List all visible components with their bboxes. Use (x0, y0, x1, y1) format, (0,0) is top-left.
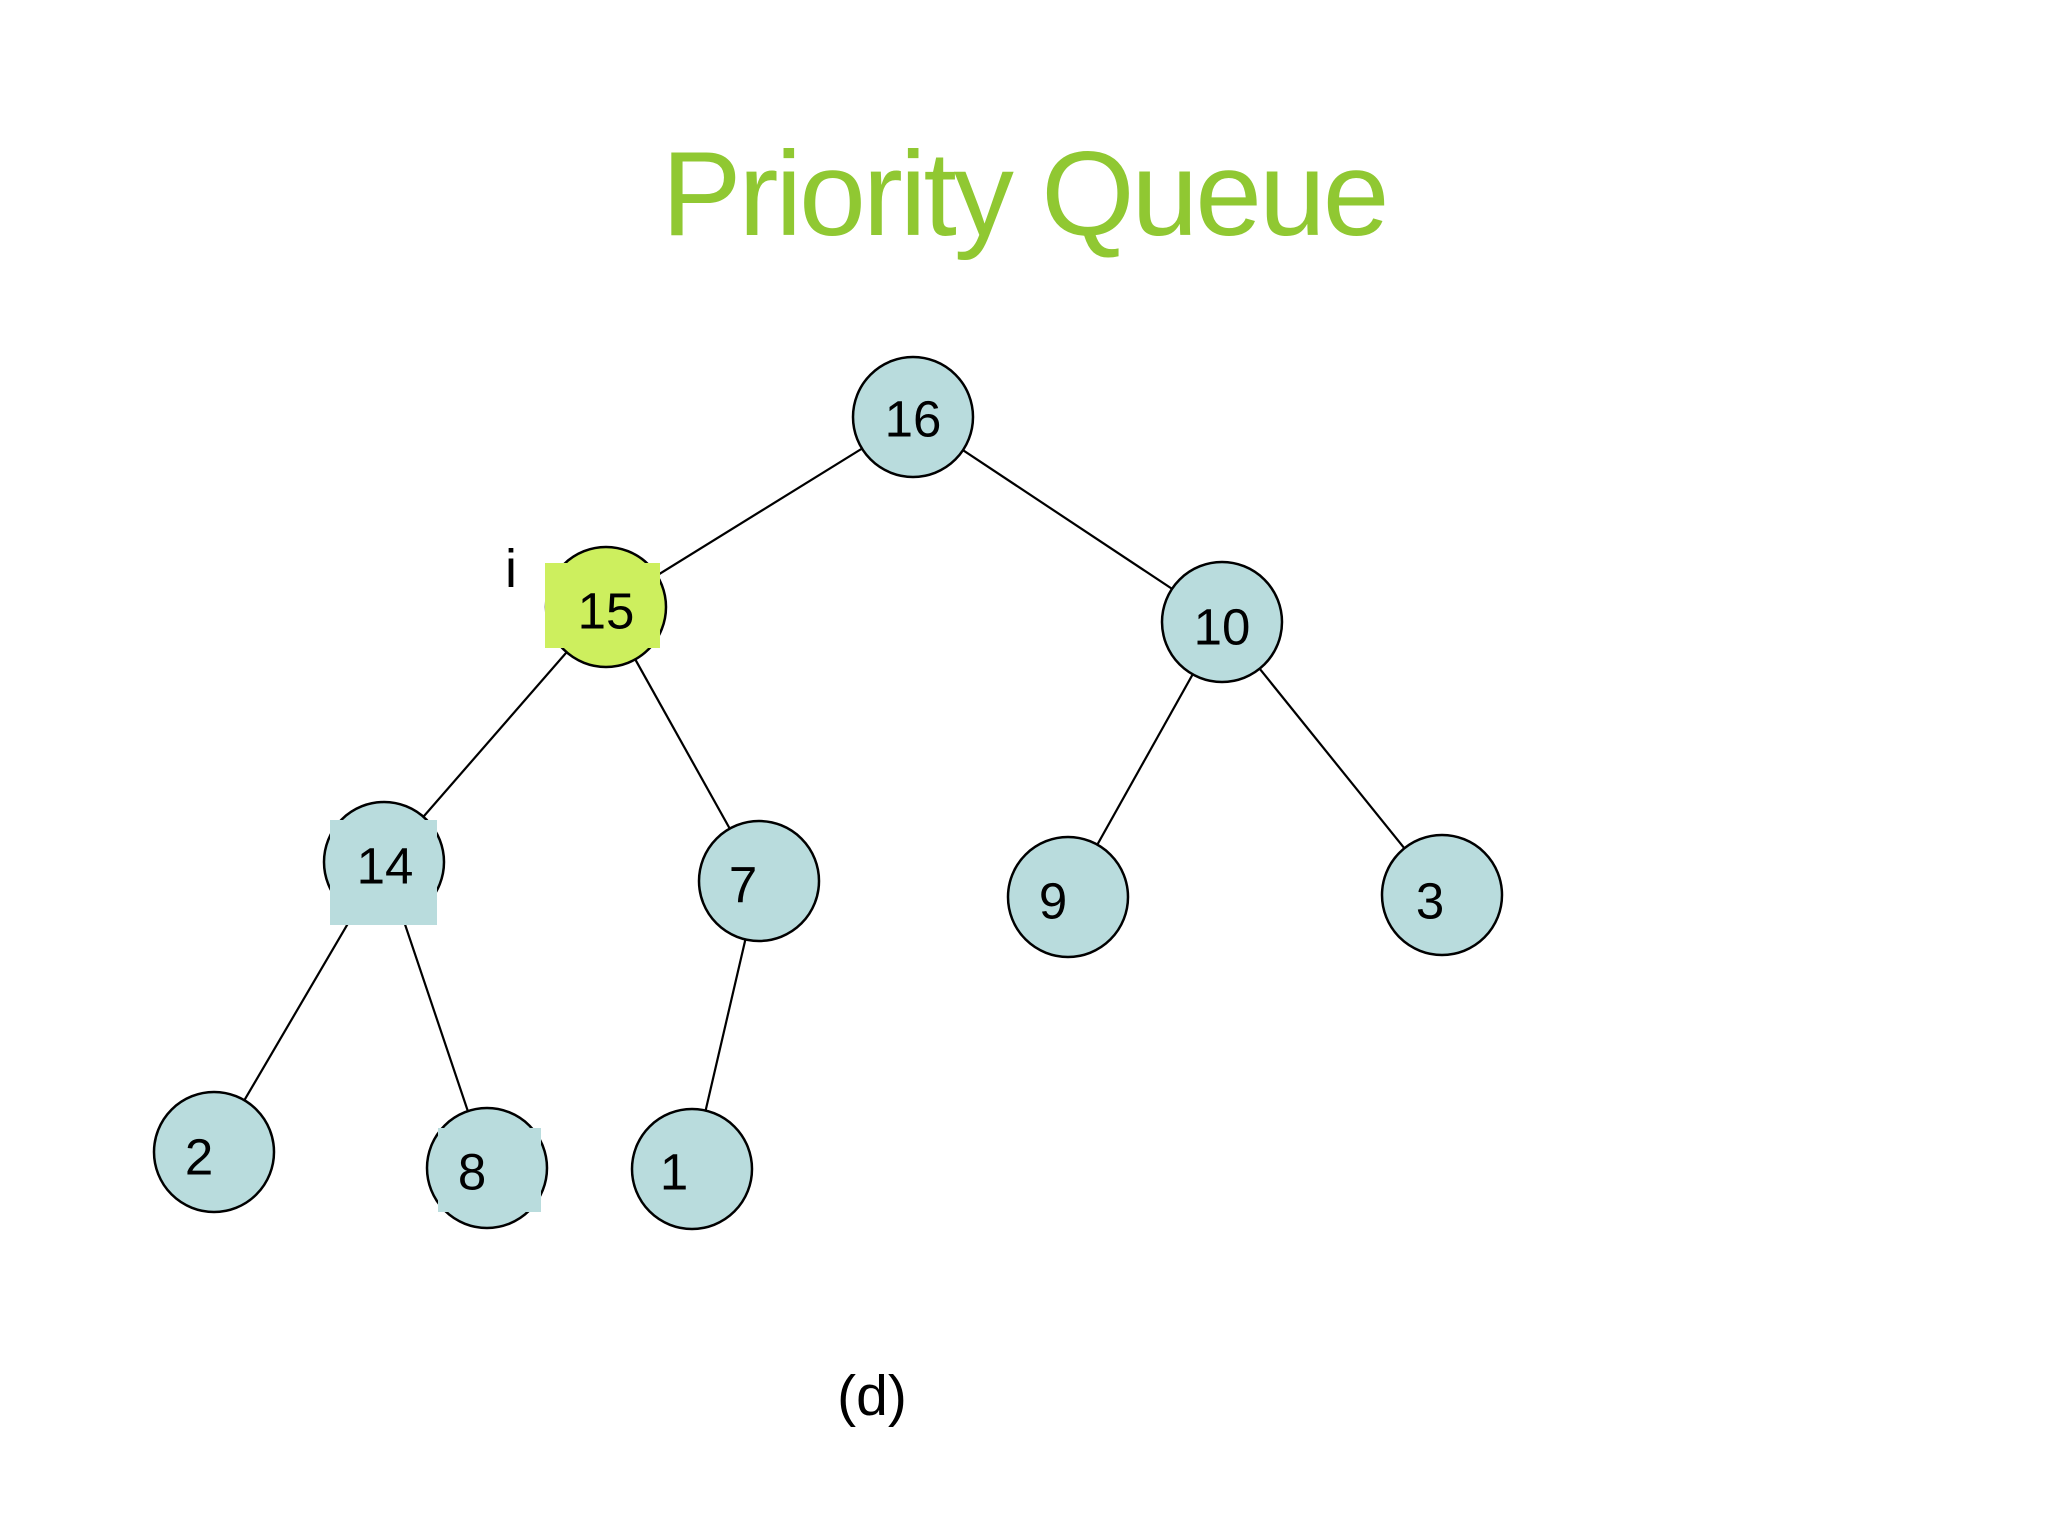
tree-node-7: 7 (697, 819, 821, 943)
node-circle-2 (152, 1090, 276, 1214)
node-value-7: 7 (729, 857, 757, 914)
node-value-14: 14 (357, 838, 414, 895)
tree-nodes: 16 15 10 14 7 9 3 2 8 1 (152, 355, 1504, 1231)
node-circle-3 (1380, 833, 1504, 957)
node-value-2: 2 (185, 1129, 213, 1186)
node-fill-patch-15 (545, 563, 660, 648)
tree-edges (213, 416, 1443, 1170)
tree-edge-16-10 (912, 416, 1223, 623)
tree-node-8: 8 (425, 1106, 549, 1230)
node-circle-16 (851, 355, 975, 479)
node-circle-10 (1160, 560, 1284, 684)
node-value-10: 10 (1194, 599, 1251, 656)
node-fill-patch-8 (438, 1128, 541, 1212)
node-value-8: 8 (458, 1144, 486, 1201)
tree-node-3: 3 (1380, 833, 1504, 957)
pointer-i-label: i (505, 539, 517, 599)
node-circle-7 (697, 819, 821, 943)
node-value-16: 16 (885, 391, 942, 448)
node-circle-1 (630, 1107, 754, 1231)
node-value-3: 3 (1416, 873, 1444, 930)
figure-caption: (d) (837, 1364, 907, 1428)
tree-node-9: 9 (1006, 835, 1130, 959)
node-value-1: 1 (660, 1144, 688, 1201)
tree-node-15: 15 (544, 545, 668, 669)
node-circle-9 (1006, 835, 1130, 959)
tree-node-1: 1 (630, 1107, 754, 1231)
tree-node-14: 14 (322, 800, 446, 925)
tree-node-10: 10 (1160, 560, 1284, 684)
page-title: Priority Queue (661, 127, 1390, 261)
node-value-9: 9 (1039, 873, 1067, 930)
tree-node-16: 16 (851, 355, 975, 479)
node-value-15: 15 (578, 583, 635, 640)
node-fill-patch-14 (330, 820, 437, 925)
tree-node-2: 2 (152, 1090, 276, 1214)
